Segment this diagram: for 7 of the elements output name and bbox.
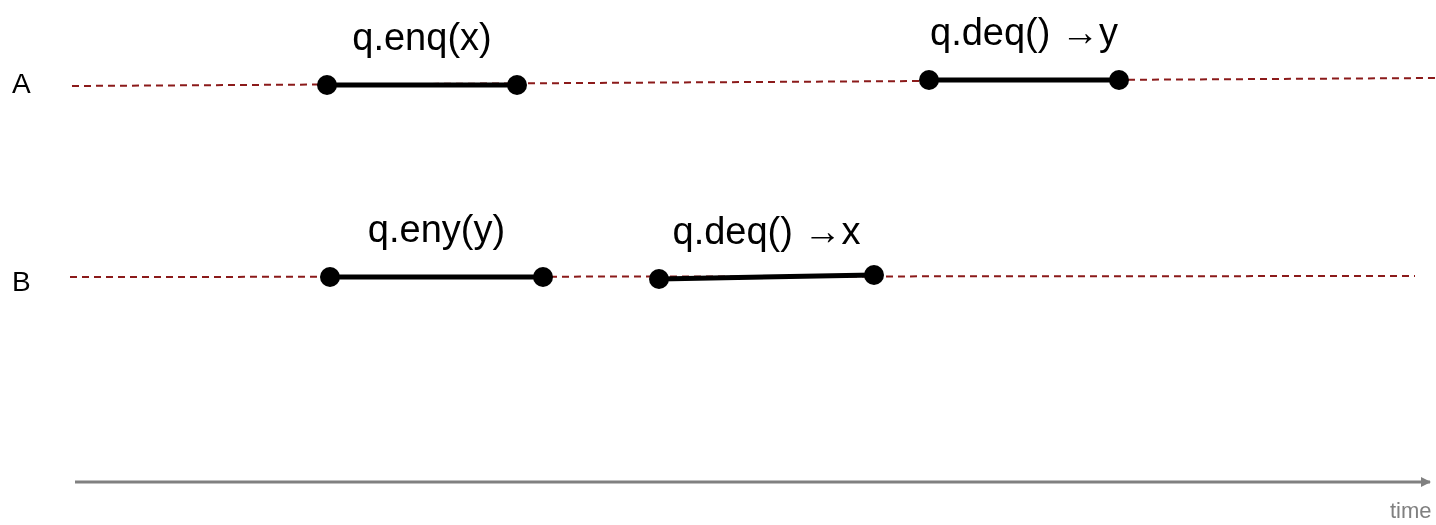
operation-label: q.deq() →y	[929, 10, 1119, 54]
process-label: A	[12, 68, 31, 100]
axis-label: time	[1390, 498, 1432, 524]
operation-label: q.deq() →x	[671, 209, 862, 253]
operation-label: q.eny(y)	[366, 207, 507, 251]
operation-label: q.enq(x)	[351, 15, 493, 59]
process-label: B	[12, 266, 31, 298]
